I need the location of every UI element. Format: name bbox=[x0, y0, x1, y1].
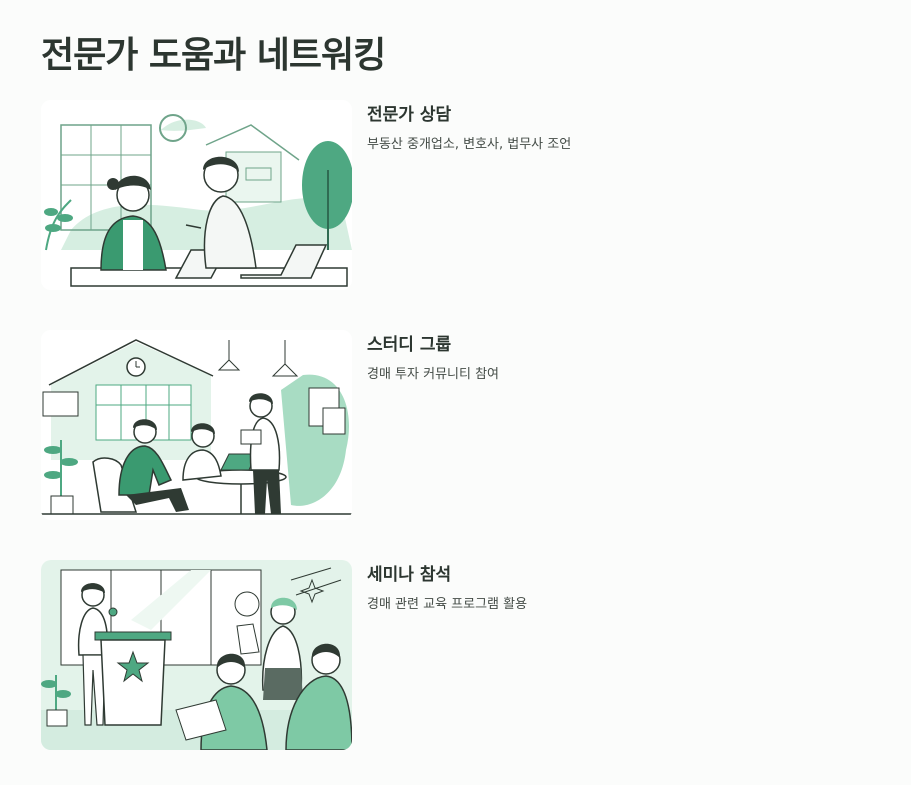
study-group-illustration bbox=[41, 330, 352, 520]
item-title: 전문가 상담 bbox=[367, 105, 452, 125]
item-title: 세미나 참석 bbox=[367, 565, 452, 585]
item-title: 스터디 그룹 bbox=[367, 335, 452, 355]
item-description: 경매 관련 교육 프로그램 활용 bbox=[367, 597, 528, 612]
item-description: 부동산 중개업소, 변호사, 법무사 조언 bbox=[367, 137, 572, 152]
list-item: 세미나 참석 경매 관련 교육 프로그램 활용 bbox=[41, 560, 641, 750]
seminar-illustration bbox=[41, 560, 352, 750]
list-item: 전문가 상담 부동산 중개업소, 변호사, 법무사 조언 bbox=[41, 100, 641, 290]
page-title: 전문가 도움과 네트워킹 bbox=[41, 35, 386, 76]
consultation-illustration bbox=[41, 100, 352, 290]
item-description: 경매 투자 커뮤니티 참여 bbox=[367, 367, 499, 382]
list-item: 스터디 그룹 경매 투자 커뮤니티 참여 bbox=[41, 330, 641, 520]
